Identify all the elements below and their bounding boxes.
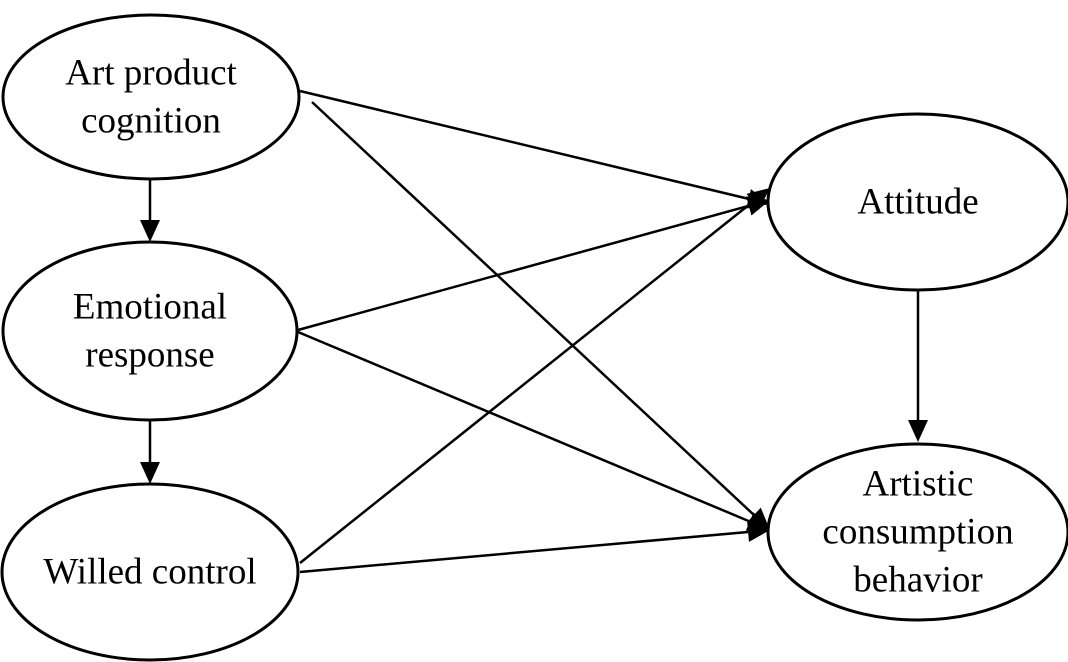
edge-willed-control-to-artistic-consumption-behavior — [299, 521, 770, 574]
edge-line — [299, 89, 749, 201]
node-ellipse — [766, 112, 1068, 292]
node-ellipse — [0, 482, 300, 662]
edge-emotional-response-to-willed-control — [140, 421, 160, 484]
node-label: behavior — [853, 560, 982, 601]
edge-line — [311, 101, 755, 516]
edges-layer — [140, 89, 928, 574]
edge-attitude-to-artistic-consumption-behavior — [908, 290, 928, 442]
arrowhead-icon — [746, 188, 770, 210]
node-label: consumption — [822, 512, 1013, 553]
node-label: Artistic — [863, 464, 974, 505]
node-artistic-consumption-behavior: Artistic consumption behavior — [766, 442, 1068, 622]
arrowhead-icon — [908, 420, 928, 442]
edge-line — [297, 204, 750, 332]
edge-emotional-response-to-artistic-consumption-behavior — [297, 330, 770, 531]
edge-art-product-cognition-to-emotional-response — [140, 179, 160, 242]
edge-line — [299, 200, 754, 564]
node-ellipse — [766, 442, 1068, 622]
node-label: Art product — [65, 53, 237, 94]
node-label: Emotional — [73, 287, 227, 328]
node-willed-control: Willed control — [0, 482, 300, 662]
edge-line — [297, 330, 751, 523]
node-emotional-response: Emotional response — [1, 240, 299, 422]
edge-line — [299, 530, 749, 574]
node-label: response — [85, 335, 214, 376]
arrowhead-icon — [747, 521, 770, 542]
arrowhead-icon — [140, 462, 160, 484]
node-label: cognition — [81, 101, 221, 142]
node-art-product-cognition: Art product cognition — [1, 13, 301, 181]
node-ellipse — [1, 240, 299, 422]
node-label: Willed control — [43, 552, 256, 593]
node-label: Attitude — [857, 182, 978, 223]
edge-art-product-cognition-to-attitude — [299, 89, 770, 209]
edge-art-product-cognition-to-artistic-consumption-behavior — [311, 101, 770, 530]
node-ellipse — [1, 13, 301, 181]
node-attitude: Attitude — [766, 112, 1068, 292]
arrowhead-icon — [140, 220, 160, 242]
edge-willed-control-to-attitude — [299, 188, 770, 564]
